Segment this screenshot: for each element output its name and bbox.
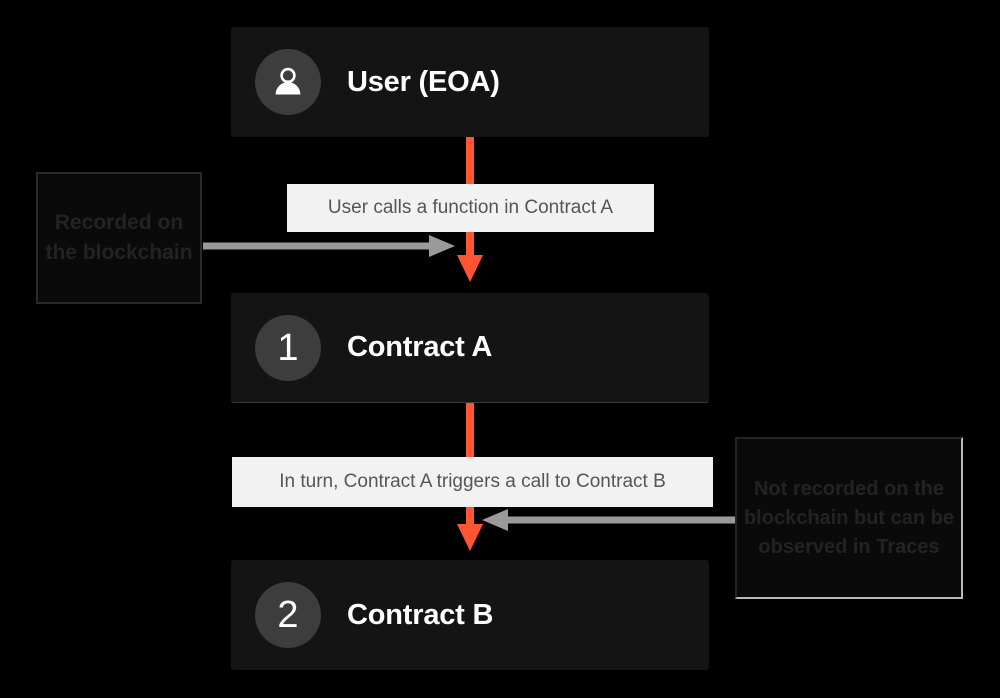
step-number-badge: 2 bbox=[255, 582, 321, 648]
node-contract-b[interactable]: 2 Contract B bbox=[231, 560, 709, 670]
flow-label-contract-a-calls-contract-b: In turn, Contract A triggers a call to C… bbox=[232, 457, 713, 507]
annotation-arrow-recorded bbox=[203, 232, 455, 260]
node-label-contract-b: Contract B bbox=[347, 598, 494, 631]
person-icon bbox=[255, 49, 321, 115]
node-label-contract-a: Contract A bbox=[347, 331, 493, 363]
annotation-recorded-on-blockchain: Recorded on the blockchain bbox=[36, 172, 202, 304]
annotation-arrow-not-recorded bbox=[480, 506, 738, 534]
node-contract-a[interactable]: 1 Contract A bbox=[231, 293, 709, 403]
step-number: 1 bbox=[277, 326, 299, 369]
node-user-eoa[interactable]: User (EOA) bbox=[231, 27, 709, 137]
flow-label-user-calls-contract-a: User calls a function in Contract A bbox=[287, 184, 654, 232]
step-number-badge: 1 bbox=[255, 314, 321, 381]
node-label-user-eoa: User (EOA) bbox=[347, 65, 500, 98]
annotation-not-recorded-on-blockchain: Not recorded on the blockchain but can b… bbox=[735, 437, 963, 599]
step-number: 2 bbox=[277, 594, 299, 636]
